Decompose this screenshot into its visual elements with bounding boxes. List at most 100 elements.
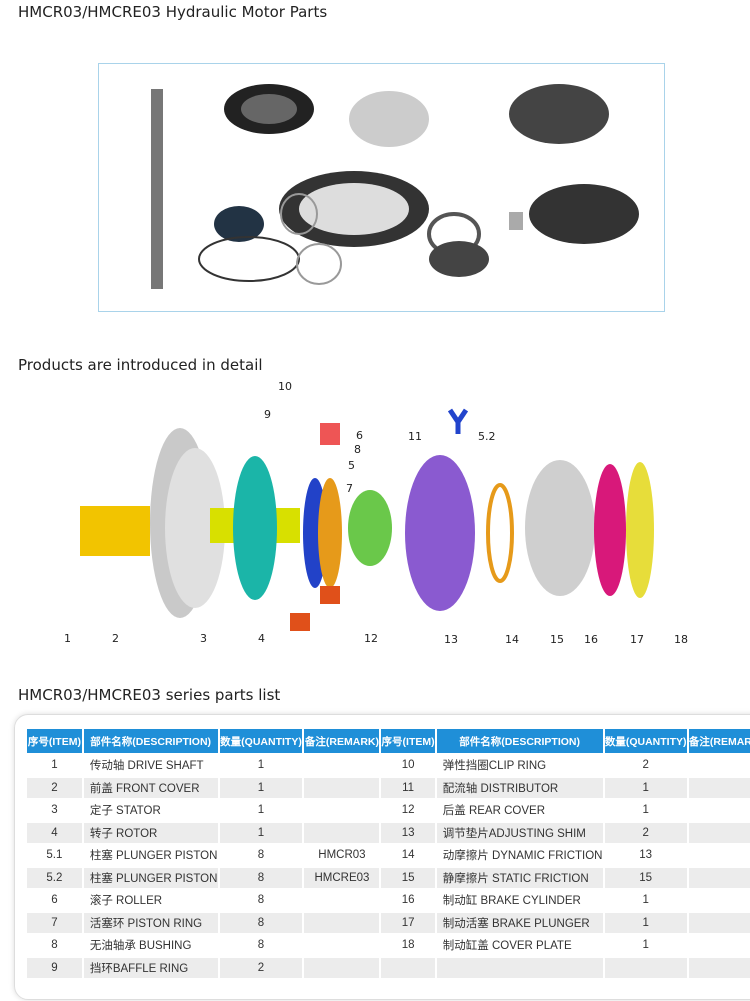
table-row: 8 无油轴承 BUSHING 8 18 制动缸盖 COVER PLATE 1	[27, 935, 750, 956]
table-cell	[689, 890, 750, 911]
table-cell: 5.2	[27, 867, 82, 888]
table-cell	[436, 957, 603, 978]
column-header: 数量(QUANTITY)	[219, 729, 303, 753]
label-7: 7	[346, 482, 353, 495]
table-cell: 17	[381, 912, 435, 933]
table-cell: 后盖 REAR COVER	[442, 805, 546, 818]
table-cell: 2	[27, 777, 82, 798]
table-cell	[381, 957, 435, 978]
label-5: 5	[348, 459, 355, 472]
table-cell: 18	[401, 939, 415, 952]
table-cell	[688, 912, 750, 933]
label-6: 6	[356, 429, 363, 442]
table-cell: 15	[604, 867, 687, 888]
table-cell: 1	[257, 804, 265, 817]
table-cell: 2	[642, 759, 649, 772]
parts-table-card: 序号(ITEM)部件名称(DESCRIPTION)数量(QUANTITY)备注(…	[14, 714, 750, 1000]
table-cell	[688, 777, 750, 798]
table-cell: 8	[51, 939, 58, 952]
table-cell: 6	[51, 894, 58, 907]
table-cell: 定子 STATOR	[89, 805, 161, 818]
label-18: 18	[674, 633, 688, 646]
table-cell	[304, 777, 380, 798]
label-3: 3	[200, 632, 207, 645]
parts-table: 序号(ITEM)部件名称(DESCRIPTION)数量(QUANTITY)备注(…	[25, 727, 750, 980]
table-cell: 8	[257, 849, 265, 862]
label-8: 8	[354, 443, 361, 456]
table-cell	[688, 822, 750, 843]
table-cell: 配流轴 DISTRIBUTOR	[436, 777, 603, 798]
table-cell: 14	[401, 849, 415, 862]
label-9: 9	[264, 408, 271, 421]
table-cell: 8	[257, 894, 265, 907]
table-cell	[304, 800, 379, 821]
exploded-diagram: 1 2 3 4 12 13 14 15 16 17 18 10 9 6 8 5 …	[0, 378, 750, 658]
table-cell: 挡环BAFFLE RING	[83, 957, 218, 978]
table-cell	[688, 867, 750, 888]
label-16: 16	[584, 633, 598, 646]
column-header: 备注(REMARK)	[688, 729, 750, 753]
table-cell: 8	[219, 867, 303, 888]
table-cell: 9	[27, 957, 82, 978]
table-cell	[689, 845, 750, 866]
label-4: 4	[258, 632, 265, 645]
table-cell: 1	[604, 912, 687, 933]
table-cell: 2	[219, 957, 303, 978]
table-cell: 制动活塞 BRAKE PLUNGER	[436, 912, 603, 933]
column-header: 备注(REMARK)	[304, 729, 380, 753]
label-1: 1	[64, 632, 71, 645]
table-cell: 前盖 FRONT COVER	[83, 777, 218, 798]
table-cell: 1	[642, 939, 649, 952]
table-cell: 活塞环 PISTON RING	[83, 912, 218, 933]
table-cell: 13	[381, 822, 435, 843]
page-title: HMCR03/HMCRE03 Hydraulic Motor Parts	[18, 3, 328, 21]
table-cell: HMCR03	[318, 849, 366, 862]
table-cell	[689, 800, 750, 821]
table-cell: 制动缸盖 COVER PLATE	[442, 940, 572, 953]
column-header: 数量(QUANTITY)	[604, 729, 687, 753]
table-cell	[304, 957, 380, 978]
table-cell: 12	[401, 804, 415, 817]
label-15: 15	[550, 633, 564, 646]
list-heading: HMCR03/HMCRE03 series parts list	[18, 686, 281, 704]
label-14: 14	[505, 633, 519, 646]
table-cell	[689, 755, 750, 776]
table-cell: 柱塞 PLUNGER PISTON	[83, 867, 218, 888]
table-cell: 滚子 ROLLER	[89, 895, 163, 908]
table-cell	[304, 935, 379, 956]
table-cell: 传动轴 DRIVE SHAFT	[89, 760, 204, 773]
label-2: 2	[112, 632, 119, 645]
table-cell	[304, 890, 379, 911]
table-cell: 8	[219, 912, 303, 933]
table-cell: 10	[401, 759, 415, 772]
column-header: 序号(ITEM)	[381, 729, 435, 753]
column-header: 序号(ITEM)	[27, 729, 82, 753]
table-cell: 动摩擦片 DYNAMIC FRICTION	[442, 850, 603, 863]
column-header: 部件名称(DESCRIPTION)	[83, 729, 218, 753]
table-cell: 8	[257, 939, 265, 952]
table-cell: HMCRE03	[304, 867, 380, 888]
column-header: 部件名称(DESCRIPTION)	[436, 729, 603, 753]
table-cell	[304, 755, 379, 776]
table-cell: 1	[642, 804, 649, 817]
label-10: 10	[278, 380, 292, 393]
detail-heading: Products are introduced in detail	[18, 356, 263, 374]
table-cell: 13	[639, 849, 653, 862]
table-cell: 1	[51, 759, 58, 772]
table-cell: 无油轴承 BUSHING	[89, 940, 192, 953]
label-13: 13	[444, 633, 458, 646]
table-cell: 15	[381, 867, 435, 888]
table-cell: 1	[642, 894, 649, 907]
label-5-2: 5.2	[478, 430, 496, 443]
table-cell: 16	[401, 894, 415, 907]
table-cell: 1	[219, 822, 303, 843]
label-17: 17	[630, 633, 644, 646]
